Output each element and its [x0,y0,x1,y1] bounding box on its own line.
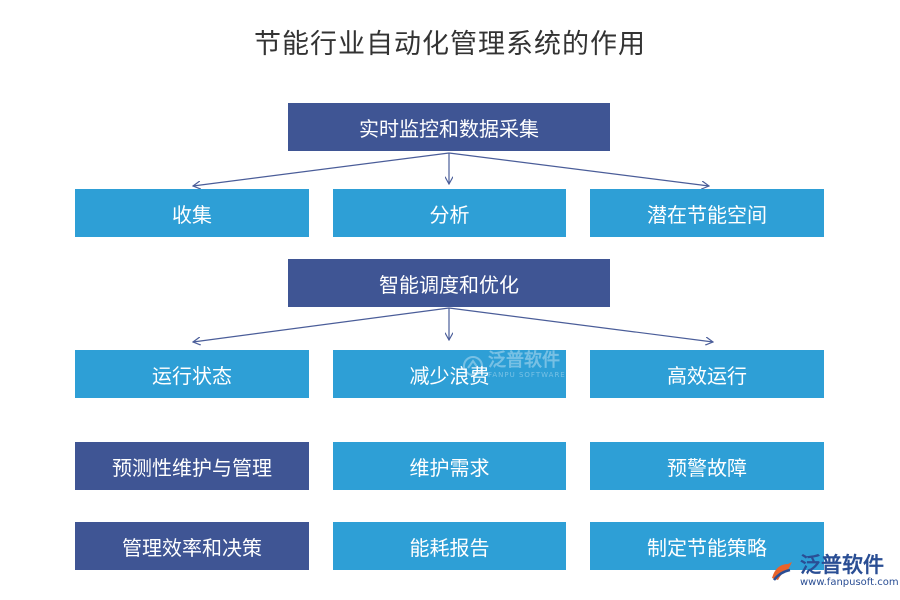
section-2-item-reduce-waste: 减少浪费 [333,350,566,398]
arrow-s1-right [448,152,709,186]
logo-cn: 泛普软件 [800,553,884,577]
row-1-item-maintenance: 维护需求 [333,442,566,490]
arrow-s2-left [193,307,450,342]
corner-logo: 泛普软件 www.fanpusoft.com [768,555,899,588]
arrow-s1-left [193,152,450,186]
logo-url: www.fanpusoft.com [800,577,899,588]
center-watermark: 泛普软件 FANPU SOFTWARE [462,352,566,379]
watermark-cn: 泛普软件 [488,350,560,371]
section-2-header: 智能调度和优化 [288,259,610,307]
section-1-header: 实时监控和数据采集 [288,103,610,151]
section-1-item-collect: 收集 [75,189,309,237]
row-1-header: 预测性维护与管理 [75,442,309,490]
section-2-item-efficient: 高效运行 [590,350,824,398]
section-1-item-analyze: 分析 [333,189,566,237]
fanpu-logo-icon [463,355,483,376]
row-2-item-strategy: 制定节能策略 [590,522,824,570]
row-1-item-fault-warning: 预警故障 [590,442,824,490]
section-2-item-status: 运行状态 [75,350,309,398]
row-2-item-energy-report: 能耗报告 [333,522,566,570]
watermark-en: FANPU SOFTWARE [488,371,566,379]
arrow-s2-right [448,307,713,342]
diagram-title: 节能行业自动化管理系统的作用 [254,29,646,60]
row-2-header: 管理效率和决策 [75,522,309,570]
fanpu-logo-icon [772,561,792,581]
section-1-item-potential: 潜在节能空间 [590,189,824,237]
